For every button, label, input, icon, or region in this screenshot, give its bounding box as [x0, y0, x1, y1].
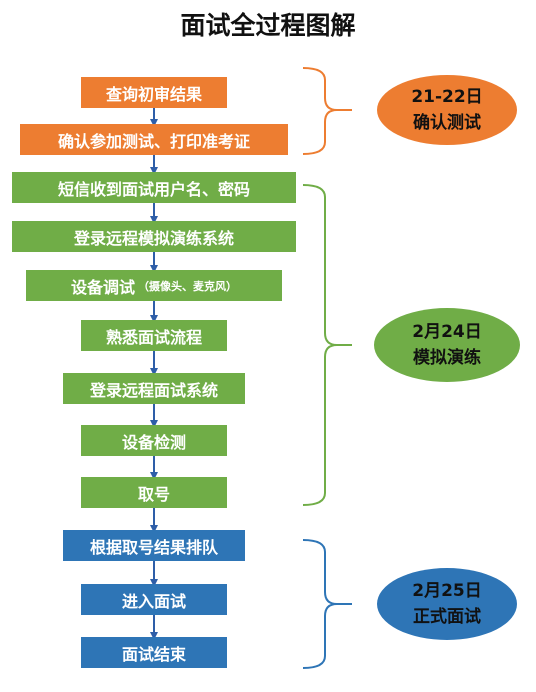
step-box: 登录远程模拟演练系统	[12, 221, 296, 252]
step-label: 面试结束	[121, 644, 186, 664]
phase-badge: 21-22日确认测试	[377, 75, 517, 145]
step-box: 设备调试（摄像头、麦克风）	[26, 270, 282, 301]
step-label: 确认参加测试、打印准考证	[57, 131, 250, 151]
phase-date: 21-22日	[411, 87, 483, 107]
phase-bracket	[302, 539, 338, 669]
step-box: 查询初审结果	[81, 77, 227, 108]
phase-badge: 2月25日正式面试	[377, 568, 517, 640]
phase-label: 模拟演练	[413, 348, 481, 368]
step-box: 熟悉面试流程	[81, 320, 227, 351]
step-box: 进入面试	[81, 584, 227, 615]
step-label: 设备调试	[70, 277, 135, 297]
phase-date: 2月24日	[412, 322, 482, 342]
step-box: 短信收到面试用户名、密码	[12, 172, 296, 203]
step-box: 面试结束	[81, 637, 227, 668]
step-label: 查询初审结果	[105, 84, 202, 104]
step-box: 根据取号结果排队	[63, 530, 245, 561]
step-label: 短信收到面试用户名、密码	[57, 179, 250, 199]
step-label: 进入面试	[121, 591, 186, 611]
step-label: 取号	[137, 484, 170, 504]
step-label: 熟悉面试流程	[105, 327, 202, 347]
phase-label: 确认测试	[413, 113, 481, 133]
step-label: 登录远程模拟演练系统	[73, 228, 234, 248]
step-box: 设备检测	[81, 425, 227, 456]
step-note: （摄像头、麦克风）	[138, 279, 237, 293]
phase-bracket	[302, 184, 338, 506]
step-box: 取号	[81, 477, 227, 508]
phase-bracket	[302, 67, 338, 155]
step-box: 登录远程面试系统	[63, 373, 245, 404]
step-label: 设备检测	[121, 432, 186, 452]
page-title: 面试全过程图解	[180, 11, 356, 40]
step-label: 登录远程面试系统	[89, 380, 218, 400]
phase-badge: 2月24日模拟演练	[374, 308, 520, 382]
step-label: 根据取号结果排队	[89, 537, 218, 557]
step-box: 确认参加测试、打印准考证	[20, 124, 288, 155]
phase-label: 正式面试	[413, 607, 481, 627]
phase-date: 2月25日	[412, 581, 482, 601]
